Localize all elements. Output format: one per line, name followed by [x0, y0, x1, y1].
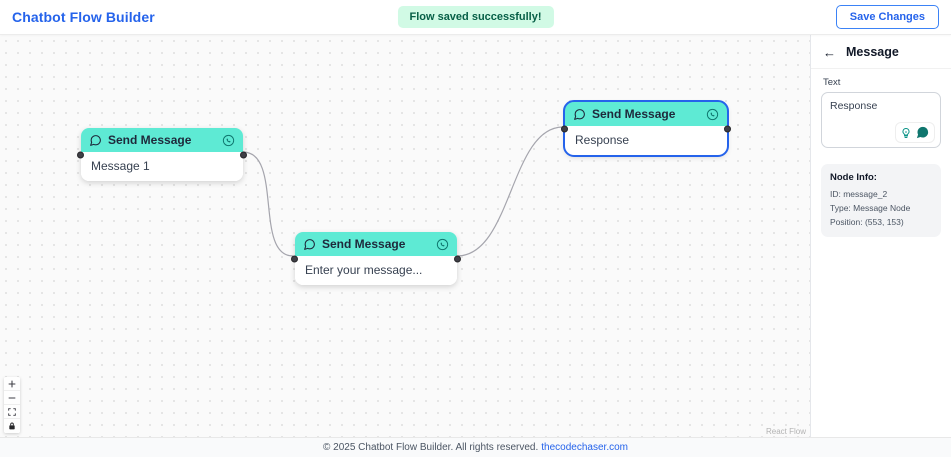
message-node-2[interactable]: Send Message Enter your message...	[291, 232, 461, 285]
minus-icon	[8, 396, 16, 399]
source-handle[interactable]	[454, 255, 461, 262]
react-flow-attribution: React Flow	[765, 427, 806, 436]
page-footer: © 2025 Chatbot Flow Builder. All rights …	[0, 437, 951, 457]
top-header: Chatbot Flow Builder Flow saved successf…	[0, 0, 951, 35]
node-settings-panel: ← Message Text Response Node Info: ID: m…	[810, 35, 951, 437]
target-handle[interactable]	[561, 125, 568, 132]
flow-saved-toast: Flow saved successfully!	[397, 6, 554, 28]
node-message-text: Enter your message...	[295, 256, 457, 285]
back-button[interactable]: ←	[823, 44, 836, 60]
whatsapp-icon	[706, 108, 719, 120]
node-header: Send Message	[565, 102, 727, 126]
target-handle[interactable]	[291, 255, 298, 262]
node-header: Send Message	[81, 128, 243, 152]
lock-icon	[9, 422, 15, 430]
message-node-3-selected[interactable]: Send Message Response	[561, 100, 731, 157]
source-handle[interactable]	[240, 151, 247, 158]
chat-bubble-filled-icon[interactable]	[915, 125, 930, 140]
plus-icon	[8, 380, 16, 387]
node-info-type: Type: Message Node	[830, 203, 911, 214]
canvas-controls	[4, 377, 20, 433]
zoom-in-button[interactable]	[4, 377, 20, 391]
lock-button[interactable]	[4, 419, 20, 433]
panel-header: ← Message	[811, 35, 951, 69]
node-info-card: Node Info: ID: message_2 Type: Message N…	[821, 164, 941, 238]
chat-bubble-icon	[90, 134, 101, 146]
node-info-id: ID: message_2	[830, 189, 888, 199]
message-node-1[interactable]: Send Message Message 1	[77, 128, 247, 181]
copyright-text: © 2025 Chatbot Flow Builder. All rights …	[323, 442, 539, 453]
chat-bubble-icon	[574, 108, 585, 120]
node-title: Send Message	[592, 107, 676, 121]
node-title: Send Message	[322, 237, 406, 251]
edge-node1-node2	[242, 151, 294, 257]
whatsapp-icon	[222, 134, 235, 146]
panel-title: Message	[846, 45, 899, 59]
chat-bubble-icon	[304, 238, 315, 250]
source-handle[interactable]	[724, 125, 731, 132]
message-text-box: Response	[821, 92, 941, 148]
zoom-out-button[interactable]	[4, 391, 20, 405]
whatsapp-icon	[436, 238, 449, 250]
target-handle[interactable]	[77, 151, 84, 158]
node-info-position: Position: (553, 153)	[830, 217, 904, 228]
page-title: Chatbot Flow Builder	[12, 9, 155, 25]
lightbulb-icon[interactable]	[900, 127, 912, 139]
textarea-tools	[895, 122, 935, 143]
fit-view-button[interactable]	[4, 405, 20, 419]
node-info-title: Node Info:	[830, 172, 877, 183]
node-message-text: Response	[565, 126, 727, 155]
node-header: Send Message	[295, 232, 457, 256]
save-changes-button[interactable]: Save Changes	[835, 5, 939, 29]
edge-node2-node3	[456, 126, 564, 257]
flow-canvas[interactable]: Send Message Message 1 Send Message	[0, 35, 810, 437]
thecodechaser-link[interactable]: thecodechaser.com	[541, 442, 628, 453]
fit-view-icon	[8, 407, 16, 416]
node-message-text: Message 1	[81, 152, 243, 181]
node-title: Send Message	[108, 133, 192, 147]
text-field-label: Text	[823, 77, 841, 88]
